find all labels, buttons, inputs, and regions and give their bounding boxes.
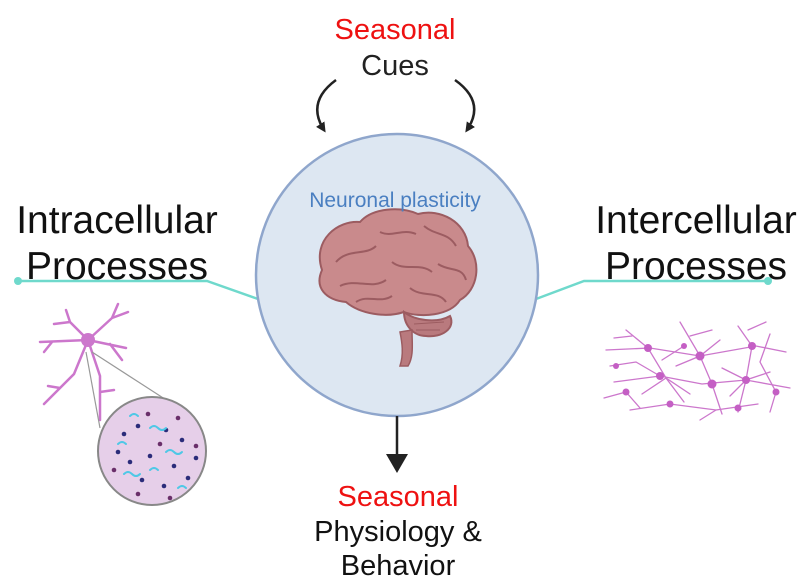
right-connector (535, 277, 772, 301)
cue-arrow-right (454, 78, 476, 133)
neuron-network-icon (603, 321, 791, 421)
cue-arrow-left (316, 78, 337, 133)
outcome-arrow (386, 416, 408, 473)
physiology-behavior-label: Physiology & Behavior (314, 515, 482, 583)
intracellular-processes-title: Intracellular Processes (16, 198, 218, 290)
neuron-network-somas (613, 342, 780, 412)
neuron-icon (38, 302, 130, 422)
left-connector (14, 277, 259, 301)
left-title-line2: Processes (25, 245, 209, 288)
outcome-line2: Behavior (340, 550, 456, 582)
left-title-line1: Intracellular (16, 199, 218, 242)
seasonal-outcome-accent: Seasonal (337, 481, 459, 513)
intracellular-molecules-icon (97, 396, 207, 506)
right-title-line2: Processes (604, 245, 788, 288)
neuronal-plasticity-label: Neuronal plasticity (309, 189, 481, 212)
intercellular-processes-title: Intercellular Processes (595, 198, 797, 290)
seasonal-cues-accent: Seasonal (334, 14, 456, 46)
right-title-line1: Intercellular (595, 199, 797, 242)
seasonal-cues-label: Cues (361, 50, 429, 82)
outcome-line1: Physiology & (314, 516, 482, 548)
brain-icon (318, 208, 478, 367)
